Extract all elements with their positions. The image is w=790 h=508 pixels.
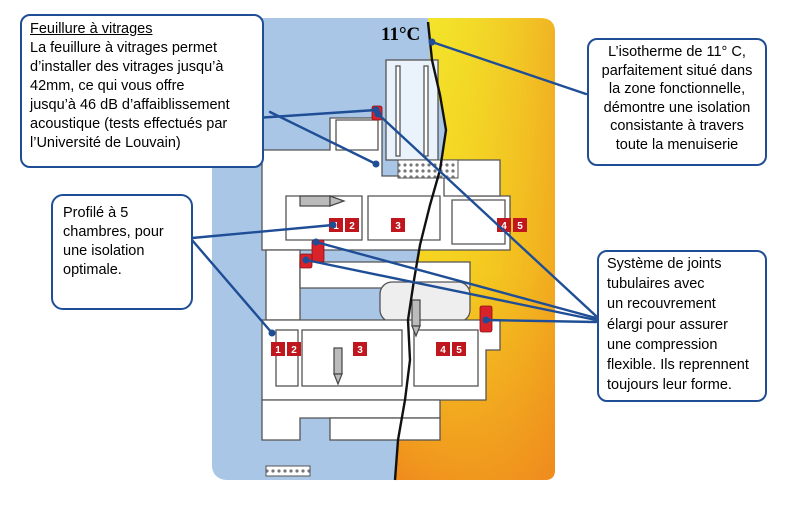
chamber-number: 3 [357,345,363,356]
chamber-markers: 1 2 3 4 5 1 2 3 4 5 [271,218,527,356]
callout-profile-text: Profilé à 5 chambres, pour une isolation… [63,205,164,278]
isotherm-line [393,21,448,481]
chamber-marker-upper-mid: 3 [391,218,405,232]
chamber-number: 5 [517,221,523,232]
callout-arrows [190,40,598,335]
chamber-marker-lower-mid: 3 [353,342,367,356]
callout-joints: Système de joints tubulaires avec un rec… [597,250,767,402]
chamber-number: 2 [291,345,297,356]
callout-isotherme-text: L’isotherme de 11° C, parfaitement situé… [601,44,753,153]
callout-feuillure-title: Feuillure à vitrages [30,21,153,37]
callout-feuillure-text: La feuillure à vitrages permet d’install… [30,40,230,151]
screw-icon [299,195,331,207]
arrow-heads [268,38,490,337]
temperature-label: 11°C [381,24,421,45]
chamber-marker-lower-left: 1 2 [271,342,301,356]
chamber-number: 1 [333,221,339,232]
callout-profile-chambers: Profilé à 5 chambres, pour une isolation… [51,194,193,310]
chamber-number: 3 [395,221,401,232]
chamber-number: 4 [501,221,507,232]
chamber-number: 2 [349,221,355,232]
screw-icon [411,299,421,327]
chamber-number: 5 [456,345,462,356]
screws [299,195,421,386]
chamber-number: 4 [440,345,446,356]
callout-feuillure: Feuillure à vitrages La feuillure à vitr… [20,14,264,168]
callout-joints-text: Système de joints tubulaires avec un rec… [607,256,749,394]
callout-isotherme: L’isotherme de 11° C, parfaitement situé… [587,38,767,166]
pvc-profile [261,59,511,441]
screw-icon [333,347,343,375]
chamber-number: 1 [275,345,281,356]
glass-pane [385,59,439,161]
chamber-marker-lower-right: 4 5 [436,342,466,356]
